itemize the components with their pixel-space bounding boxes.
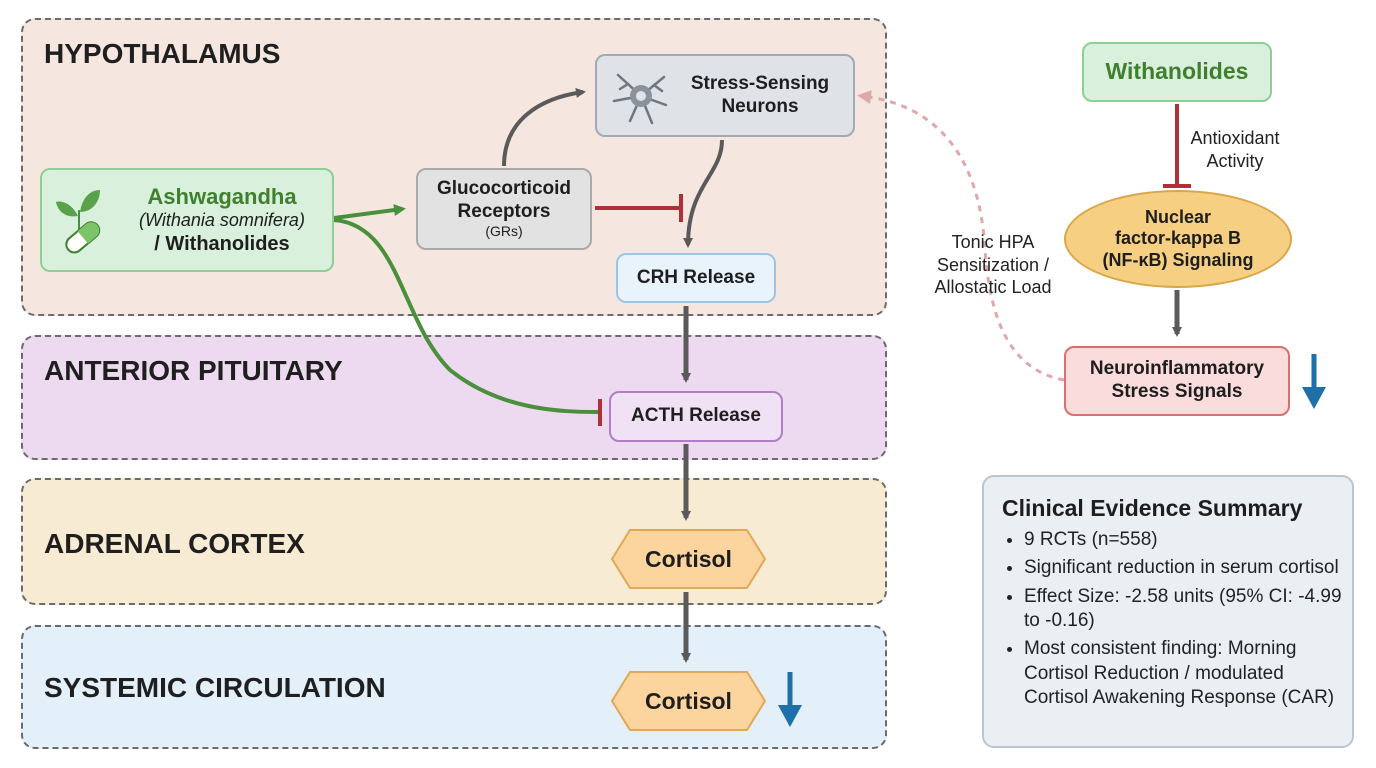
ashwagandha-name: Ashwagandha [147,184,297,209]
neuro-line2: Stress Signals [1111,381,1243,402]
gr-abbr: (GRs) [485,223,523,240]
antioxidant-line2: Activity [1206,150,1264,171]
glucocorticoid-receptors-box: Glucocorticoid Receptors (GRs) [416,168,592,250]
nfkb-line2: factor-kappa B [1114,228,1242,249]
neurons-line1: Stress-Sensing [690,72,830,94]
arrow-gr-to-neurons [502,88,586,167]
evidence-item: Effect Size: -2.58 units (95% CI: -4.99 … [1024,585,1342,634]
inhibit-ashwagandha-acth-line [333,218,599,414]
gr-line2: Receptors [457,200,551,222]
cortisol-systemic-label: Cortisol [645,687,732,714]
ashwagandha-box: Ashwagandha (Withania somnifera) / Witha… [40,168,334,272]
ashwagandha-latin: (Withania somnifera) [139,210,305,231]
hypothalamus-label: HYPOTHALAMUS [44,38,281,69]
antioxidant-activity-text: Antioxidant Activity [1180,127,1290,172]
arrow-tonic-feedback [857,90,1065,382]
acth-label: ACTH Release [631,405,761,427]
nfkb-line3: (NF-κB) Signaling [1102,249,1254,270]
crh-release-box: CRH Release [616,253,776,303]
arrow-neurons-to-crh [683,139,724,248]
evidence-list: 9 RCTs (n=558) Significant reduction in … [1002,528,1342,710]
cortisol-systemic-hex: Cortisol [610,670,767,732]
acth-release-box: ACTH Release [609,391,783,442]
tonic-line2: Sensitization / [936,254,1050,275]
anterior-pituitary-label: ANTERIOR PITUITARY [44,355,343,386]
crh-label: CRH Release [636,266,756,288]
neuron-icon [612,73,668,125]
cortisol-adrenal-label: Cortisol [645,545,732,572]
evidence-title: Clinical Evidence Summary [1002,495,1303,521]
neuro-line1: Neuroinflammatory [1089,358,1265,380]
ashwagandha-withanolides: / Withanolides [154,232,290,255]
systemic-circulation-label: SYSTEMIC CIRCULATION [44,672,386,703]
evidence-item: Significant reduction in serum cortisol [1024,556,1342,580]
tonic-hpa-text: Tonic HPA Sensitization / Allostatic Loa… [918,231,1068,299]
withanolides-box: Withanolides [1082,42,1272,102]
arrow-ashwagandha-to-gr [333,204,406,220]
tonic-line1: Tonic HPA [951,232,1035,252]
tonic-line3: Allostatic Load [934,277,1052,297]
herb-capsule-icon [56,190,101,254]
nfkb-line1: Nuclear [1144,206,1212,227]
cortisol-adrenal-hex: Cortisol [610,528,767,590]
down-arrow-icon [1302,354,1326,409]
neuroinflammatory-box: Neuroinflammatory Stress Signals [1064,346,1290,416]
gr-line1: Glucocorticoid [436,177,572,199]
evidence-item: Most consistent finding: Morning Cortiso… [1024,637,1342,710]
down-arrow-icon [778,672,802,727]
nfkb-signaling-ellipse: Nuclear factor-kappa B (NF-κB) Signaling [1064,190,1292,288]
antioxidant-line1: Antioxidant [1190,128,1280,148]
clinical-evidence-panel: Clinical Evidence Summary 9 RCTs (n=558)… [982,475,1354,748]
evidence-item: 9 RCTs (n=558) [1024,528,1342,552]
neurons-line2: Neurons [721,95,799,117]
withanolides-label: Withanolides [1105,58,1249,85]
adrenal-cortex-label: ADRENAL CORTEX [44,528,305,559]
